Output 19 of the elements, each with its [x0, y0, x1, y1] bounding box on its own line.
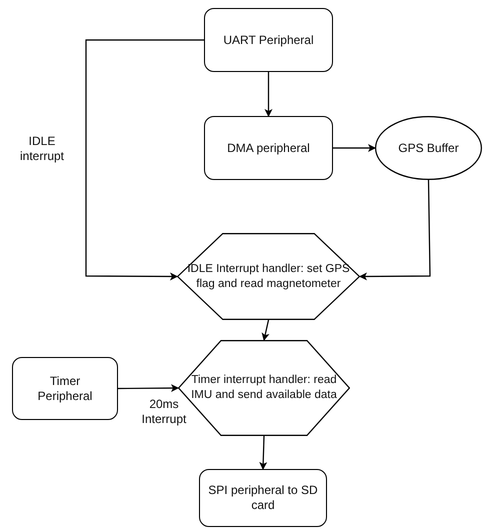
arrow: [262, 320, 270, 341]
node-text: IDLE Interrupt handler: set GPS flag and read magnetometer: [186, 262, 351, 292]
process-box: [204, 8, 333, 72]
arrow: [118, 384, 179, 392]
arrow: [359, 180, 431, 280]
process-box: [204, 116, 333, 180]
node-text: Timer Peripheral: [36, 374, 94, 404]
arrow: [259, 436, 268, 470]
node-text: UART Peripheral: [222, 32, 315, 48]
node-text: SPI peripheral to SD card: [207, 483, 319, 513]
process-box: [199, 469, 327, 527]
handler-hexagon: [177, 233, 360, 320]
node-text: GPS Buffer: [397, 140, 460, 156]
buffer-ellipse: [375, 116, 482, 180]
process-box: [12, 357, 118, 420]
arrow: [85, 39, 204, 280]
arrow: [333, 144, 376, 152]
arrow: [264, 72, 272, 117]
node-text: DMA peripheral: [226, 140, 311, 156]
